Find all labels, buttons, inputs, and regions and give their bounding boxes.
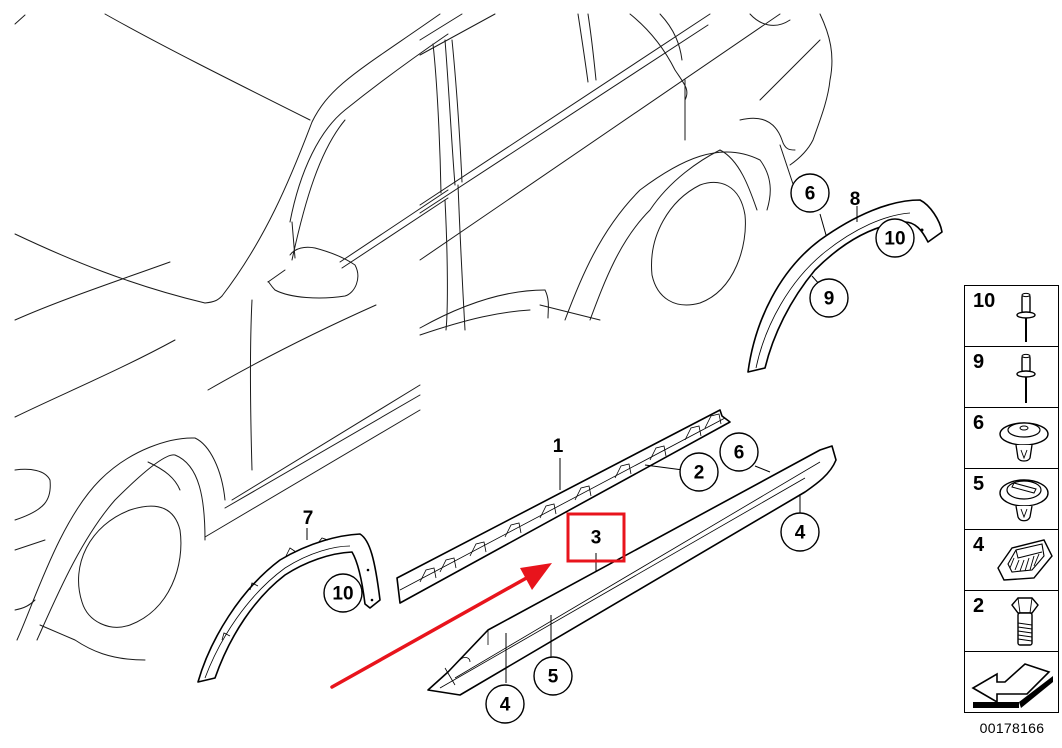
blind-rivet-icon xyxy=(1016,353,1036,403)
callouts: 1 2 3 4 4 5 6 6 7 8 9 10 10 xyxy=(303,173,915,724)
callout-9: 9 xyxy=(824,289,835,310)
callout-4-bottom: 4 xyxy=(500,695,511,716)
legend-item-4[interactable]: 4 xyxy=(965,529,1058,590)
legend-item-6[interactable]: 6 xyxy=(965,407,1058,468)
callout-6-lower: 6 xyxy=(734,443,745,464)
car-body-outline xyxy=(14,13,833,661)
callout-1: 1 xyxy=(553,436,564,457)
slotted-expansion-clip-icon xyxy=(999,479,1049,522)
parts-legend: 10 9 6 5 xyxy=(964,285,1059,713)
legend-number: 5 xyxy=(973,473,985,495)
legend-number: 4 xyxy=(973,534,985,556)
legend-number: 10 xyxy=(973,290,996,312)
part-7-front-wheel-arch-trim[interactable] xyxy=(197,533,381,683)
legend-item-5[interactable]: 5 xyxy=(965,468,1058,529)
mounting-bracket-icon xyxy=(997,539,1053,581)
diagram-number: 00178166 xyxy=(979,720,1045,736)
legend-number: 2 xyxy=(973,595,985,617)
callout-10-front: 10 xyxy=(332,584,353,605)
highlight-box-part-3 xyxy=(566,512,626,563)
leader-lines xyxy=(306,206,858,683)
part-4-side-skirt[interactable] xyxy=(427,445,837,696)
view-direction-arrow-icon xyxy=(971,663,1053,708)
part-1-mounting-rail[interactable] xyxy=(396,409,731,604)
part-8-rear-wheel-arch-trim[interactable] xyxy=(747,199,943,373)
callout-6-upper: 6 xyxy=(805,184,816,205)
hex-bolt-icon xyxy=(1011,597,1039,646)
legend-item-9[interactable]: 9 xyxy=(965,346,1058,407)
blind-rivet-long-icon xyxy=(1016,292,1036,342)
callout-7: 7 xyxy=(303,508,314,529)
legend-direction-cell xyxy=(965,651,1058,713)
push-clip-icon xyxy=(999,422,1049,462)
legend-item-10[interactable]: 10 xyxy=(965,285,1058,346)
callout-3: 3 xyxy=(591,528,602,549)
callout-8: 8 xyxy=(850,189,861,210)
red-direction-arrow-icon xyxy=(330,563,552,689)
legend-number: 9 xyxy=(973,351,985,373)
callout-4-right: 4 xyxy=(795,523,806,544)
callout-2: 2 xyxy=(694,463,705,484)
legend-number: 6 xyxy=(973,412,985,434)
callout-5: 5 xyxy=(548,667,559,688)
callout-10-rear: 10 xyxy=(884,229,905,250)
legend-item-2[interactable]: 2 xyxy=(965,590,1058,651)
